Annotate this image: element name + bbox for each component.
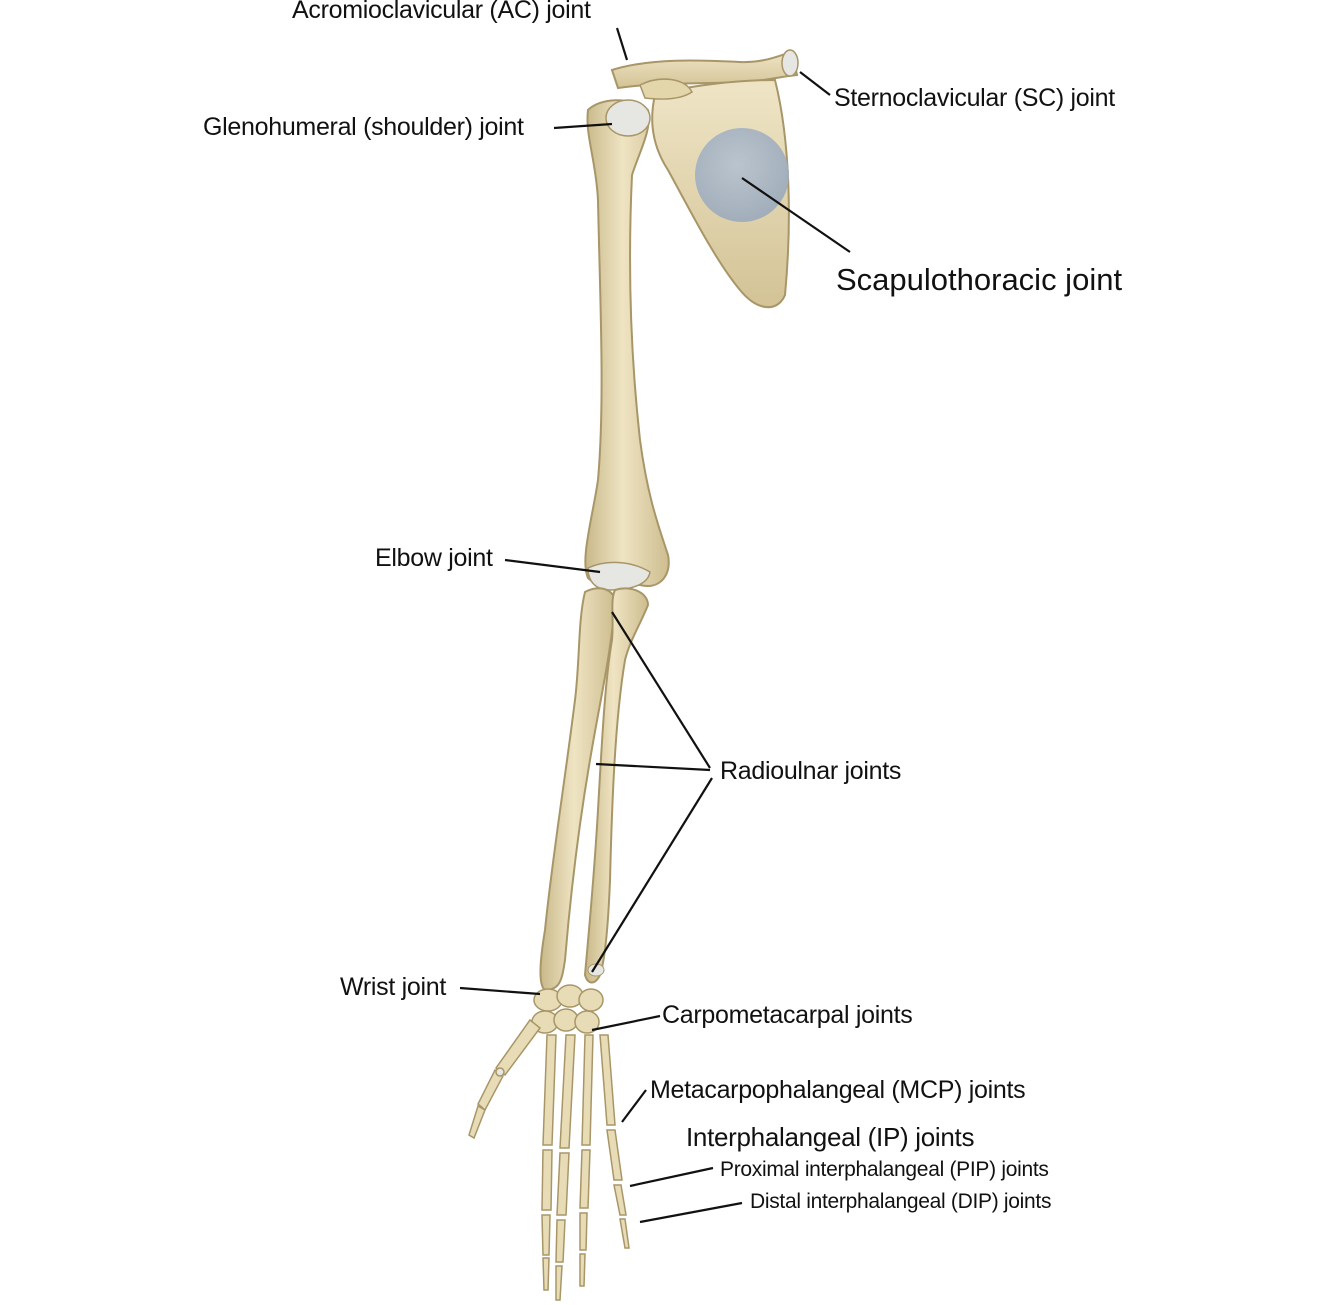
label-dip-joints: Distal interphalangeal (DIP) joints (750, 1190, 1051, 1214)
label-ip-joints: Interphalangeal (IP) joints (686, 1122, 974, 1153)
leader-carpometacarpal (592, 1016, 660, 1030)
label-elbow-joint: Elbow joint (375, 544, 493, 573)
humerus-bone (585, 100, 668, 586)
label-scapulothoracic-joint: Scapulothoracic joint (836, 262, 1122, 298)
label-mcp-joints: Metacarpophalangeal (MCP) joints (650, 1076, 1025, 1105)
scapulothoracic-highlight (695, 128, 789, 222)
label-sc-joint: Sternoclavicular (SC) joint (834, 84, 1115, 113)
leader-dip (640, 1203, 742, 1222)
thumb-bones (469, 1020, 540, 1138)
leader-mcp (622, 1090, 646, 1122)
label-wrist-joint: Wrist joint (340, 973, 446, 1002)
label-radioulnar-joints: Radioulnar joints (720, 757, 901, 786)
finger-bones (542, 1035, 629, 1300)
leader-radioulnar-1 (612, 612, 710, 768)
leader-wrist (460, 988, 540, 994)
label-carpometacarpal-joints: Carpometacarpal joints (662, 1001, 912, 1030)
leader-pip (630, 1168, 713, 1186)
leader-ac (617, 28, 627, 60)
leader-sc (800, 72, 830, 95)
label-glenohumeral-joint: Glenohumeral (shoulder) joint (203, 113, 524, 142)
label-pip-joints: Proximal interphalangeal (PIP) joints (720, 1158, 1049, 1182)
label-ac-joint: Acromioclavicular (AC) joint (292, 0, 591, 25)
carpal-bones (532, 985, 603, 1033)
